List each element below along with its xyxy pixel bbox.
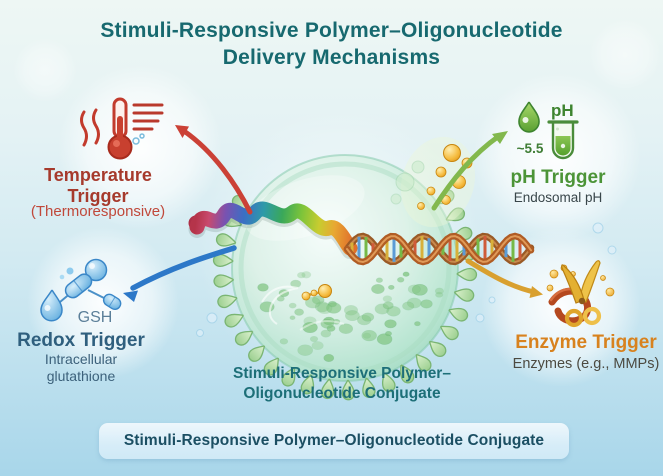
- thermometer-icon: [80, 97, 164, 160]
- trigger-arrows: [123, 125, 543, 302]
- center-caption: Stimuli-Responsive Polymer– Oligonucleot…: [233, 365, 451, 402]
- page-title: Stimuli-Responsive Polymer–Oligonucleoti…: [0, 17, 663, 71]
- polymer-chain: [188, 201, 359, 259]
- redox-trigger-label: Redox Trigger: [17, 330, 145, 351]
- enzyme-trigger-subtitle: Enzymes (e.g., MMPs): [512, 356, 660, 372]
- temperature-trigger-label: Temperature Trigger: [44, 165, 152, 206]
- in-cell-molecules: [301, 284, 332, 301]
- dna-helix: [343, 232, 535, 266]
- enzyme-arrow: [465, 258, 543, 298]
- bubble-accents: [196, 222, 617, 337]
- ph-test-tube-icon: ~5.5 pH: [517, 101, 579, 160]
- scissors-icon: [546, 260, 615, 328]
- gsh-label: GSH: [78, 309, 113, 326]
- redox-arrow: [123, 245, 237, 302]
- footer-label: Stimuli-Responsive Polymer–Oligonucleoti…: [123, 432, 545, 449]
- ph-trigger-label: pH Trigger: [510, 167, 606, 188]
- ph-symbol-label: pH: [551, 101, 574, 120]
- ph-value-label: ~5.5: [517, 141, 544, 156]
- temperature-trigger-subtitle: (Thermoresponsive): [30, 203, 166, 220]
- footer-bar: Stimuli-Responsive Polymer–Oligonucleoti…: [99, 423, 569, 459]
- gsh-molecule-icon: GSH: [40, 258, 122, 326]
- ph-arrow: [431, 131, 508, 211]
- ph-trigger-subtitle: Endosomal pH: [513, 190, 603, 205]
- enzyme-trigger-label: Enzyme Trigger: [515, 332, 657, 353]
- redox-trigger-subtitle: Intracellular glutathione: [44, 351, 118, 384]
- page-title-line1: Stimuli-Responsive Polymer–Oligonucleoti…: [100, 19, 563, 42]
- page-title-line2: Delivery Mechanisms: [222, 46, 441, 69]
- temperature-arrow: [175, 125, 253, 215]
- ph-droplet-icon: [518, 101, 540, 133]
